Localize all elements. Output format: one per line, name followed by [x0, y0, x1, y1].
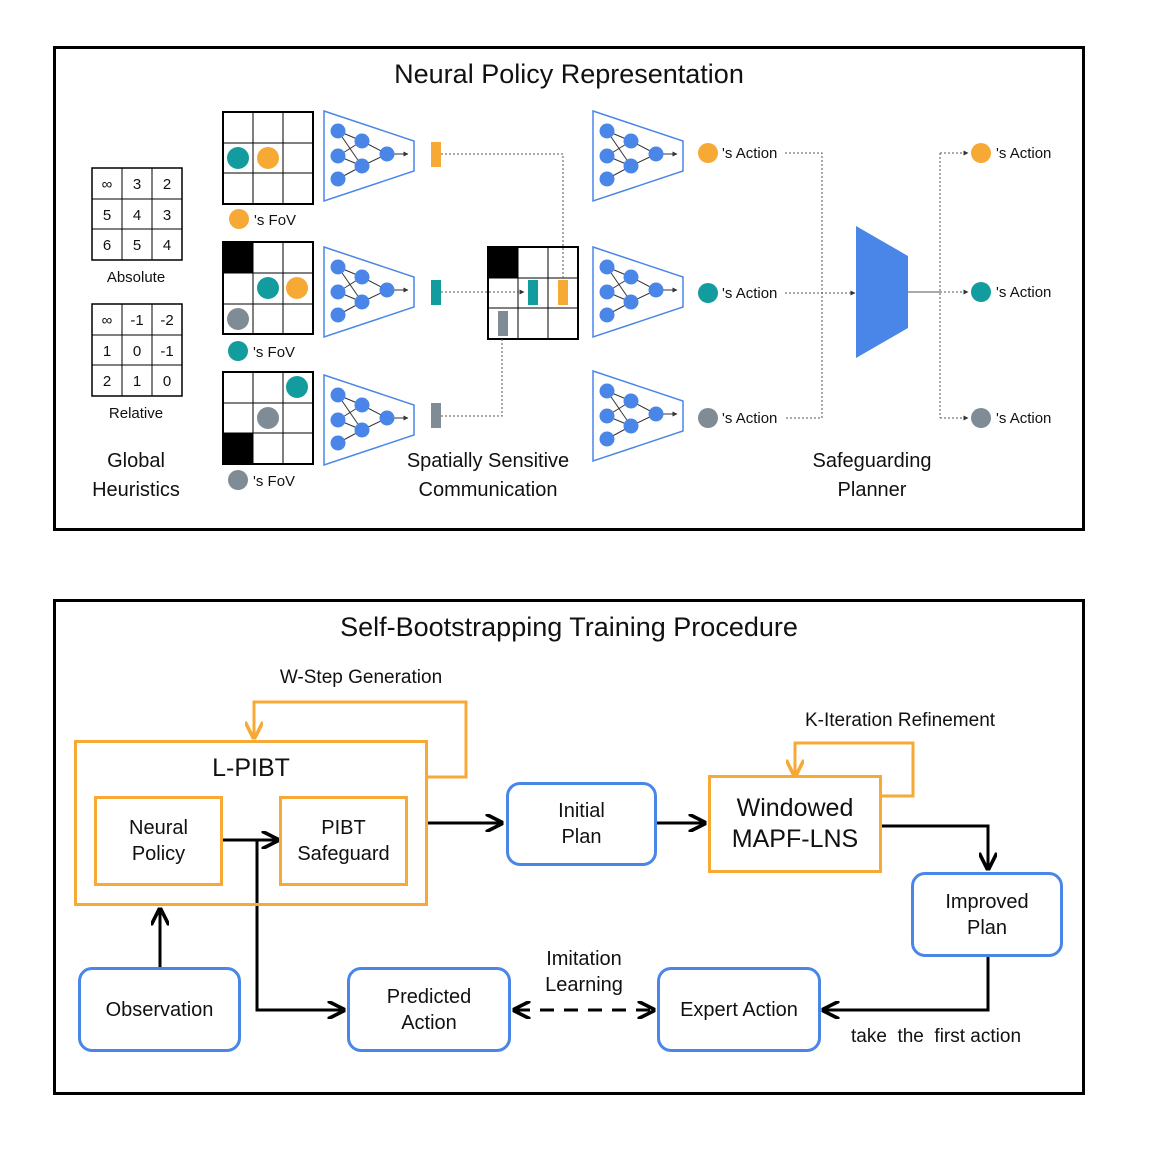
- action-label: 's Action: [722, 285, 777, 302]
- teal-agent-icon: [698, 283, 718, 303]
- teal-agent-icon: [971, 282, 991, 302]
- encoder-network: [324, 247, 414, 337]
- fov-label-orange: 's FoV: [254, 212, 296, 229]
- flow-arrows: [160, 823, 988, 1010]
- relative-cell: ∞: [102, 312, 113, 329]
- absolute-cell: 5: [133, 237, 141, 254]
- gray-agent-icon: [698, 408, 718, 428]
- absolute-cell: 3: [163, 207, 171, 224]
- relative-cell: -1: [160, 343, 173, 360]
- orange-agent: [257, 147, 279, 169]
- fov-grid-teal: [222, 241, 314, 335]
- relative-cell: 1: [103, 343, 111, 360]
- relative-cell: 2: [103, 373, 111, 390]
- absolute-heuristic-grid: ∞ 3 2 5 4 3 6 5 4: [91, 167, 183, 261]
- teal-agent: [286, 376, 308, 398]
- absolute-label: Absolute: [107, 269, 165, 286]
- windowed-mapf-lns-box: Windowed MAPF-LNS: [708, 775, 882, 873]
- decoder-network: [593, 247, 683, 337]
- neural-policy-panel: Neural Policy Representation: [53, 46, 1085, 531]
- orange-agent-icon: [971, 143, 991, 163]
- communication-links: [441, 153, 564, 417]
- observation-box: Observation: [78, 967, 241, 1052]
- training-procedure-title: Self-Bootstrapping Training Procedure: [340, 612, 798, 642]
- l-pibt-box: L-PIBT: [74, 740, 428, 906]
- k-iteration-loop-arrow: [795, 741, 915, 798]
- pibt-safeguard-box: PIBT Safeguard: [279, 796, 408, 886]
- predicted-action-box: Predicted Action: [347, 967, 511, 1052]
- orange-agent-icon: [698, 143, 718, 163]
- absolute-cell: 4: [133, 207, 141, 224]
- neural-policy-title: Neural Policy Representation: [394, 59, 744, 89]
- relative-cell: 0: [163, 373, 171, 390]
- fov-grid-gray: [222, 371, 314, 465]
- global-heuristics-label: Global Heuristics: [92, 450, 180, 501]
- improved-plan-box: Improved Plan: [911, 872, 1063, 957]
- absolute-cell: 6: [103, 237, 111, 254]
- final-action-label: 's Action: [996, 284, 1051, 301]
- imitation-learning-label: Imitation Learning: [545, 948, 623, 996]
- teal-agent-icon: [228, 341, 248, 361]
- relative-cell: -2: [160, 312, 173, 329]
- absolute-cell: 3: [133, 176, 141, 193]
- absolute-cell: 2: [163, 176, 171, 193]
- teal-agent: [257, 277, 279, 299]
- relative-cell: 1: [133, 373, 141, 390]
- gray-agent-icon: [971, 408, 991, 428]
- k-iteration-label: K-Iteration Refinement: [804, 710, 996, 731]
- neural-policy-box: Neural Policy: [94, 796, 223, 886]
- gray-agent: [227, 308, 249, 330]
- decoder-network: [593, 371, 683, 461]
- fov-grid-orange: [222, 111, 314, 205]
- initial-plan-box: Initial Plan: [506, 782, 657, 866]
- planner-input-links: [785, 152, 856, 419]
- encoder-network: [324, 111, 414, 201]
- communication-label: Spatially Sensitive Communication: [406, 450, 570, 501]
- communication-grid: [487, 246, 579, 340]
- orange-agent: [286, 277, 308, 299]
- orange-agent-icon: [229, 209, 249, 229]
- fov-label-gray: 's FoV: [253, 473, 295, 490]
- w-step-loop-arrow: [254, 700, 468, 779]
- relative-cell: -1: [130, 312, 143, 329]
- w-step-label: W-Step Generation: [279, 667, 443, 688]
- take-first-action-label: take the first action: [850, 1026, 1022, 1047]
- relative-label: Relative: [109, 405, 163, 422]
- l-pibt-label: L-PIBT: [212, 754, 290, 782]
- relative-cell: 0: [133, 343, 141, 360]
- orange-feature: [431, 142, 441, 167]
- action-label: 's Action: [722, 145, 777, 162]
- gray-feature: [431, 403, 441, 428]
- gray-agent: [257, 407, 279, 429]
- final-action-label: 's Action: [996, 145, 1051, 162]
- safeguarding-planner-shape: [856, 226, 908, 358]
- teal-agent: [227, 147, 249, 169]
- absolute-cell: ∞: [102, 176, 113, 193]
- final-action-label: 's Action: [996, 410, 1051, 427]
- decoder-network: [593, 111, 683, 201]
- action-label: 's Action: [722, 410, 777, 427]
- relative-heuristic-grid: ∞ -1 -2 1 0 -1 2 1 0: [91, 303, 183, 397]
- gray-agent-icon: [228, 470, 248, 490]
- absolute-cell: 4: [163, 237, 171, 254]
- planner-output-links: [908, 150, 969, 421]
- fov-label-teal: 's FoV: [253, 344, 295, 361]
- safeguarding-planner-label: Safeguarding Planner: [812, 450, 932, 501]
- absolute-cell: 5: [103, 207, 111, 224]
- teal-feature: [431, 280, 441, 305]
- training-procedure-panel: Self-Bootstrapping Training Procedure: [53, 599, 1085, 1095]
- expert-action-box: Expert Action: [657, 967, 821, 1052]
